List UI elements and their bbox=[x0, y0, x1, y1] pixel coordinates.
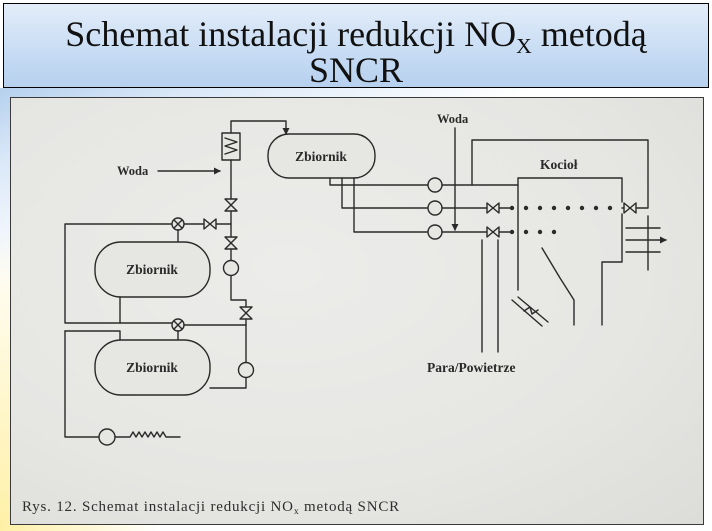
nozzle bbox=[565, 205, 571, 211]
nozzle bbox=[579, 205, 585, 211]
title-text-method: metodą bbox=[531, 14, 647, 54]
boiler-label: Kocioł bbox=[540, 157, 578, 172]
caption-text-end: metodą SNCR bbox=[299, 499, 400, 515]
tank-top bbox=[267, 133, 376, 179]
circulation-pump bbox=[98, 428, 116, 446]
nozzle bbox=[593, 205, 599, 211]
valve-injection-upper bbox=[486, 202, 500, 214]
valve-injection-right bbox=[623, 202, 637, 214]
bottom-tank-feed bbox=[64, 330, 121, 341]
tank-middle-label: Zbiornik bbox=[126, 262, 178, 277]
tank-middle bbox=[94, 241, 211, 298]
dosing-line-3 bbox=[353, 177, 429, 233]
heat-exchanger-coil bbox=[224, 137, 238, 155]
feed-pipe-top-tank bbox=[230, 120, 290, 135]
valve-riser-middle bbox=[224, 236, 238, 250]
sncr-installation-diagram: Woda Zbiornik Zbiornik bbox=[64, 112, 667, 446]
flow-meter-1 bbox=[427, 177, 443, 193]
nozzle bbox=[537, 229, 543, 235]
nozzle bbox=[551, 205, 557, 211]
pump-lower bbox=[237, 361, 255, 379]
nozzle-row-upper bbox=[509, 205, 613, 211]
valve-horizontal-upper bbox=[203, 218, 217, 230]
recirculation-loop-upper bbox=[64, 223, 173, 324]
figure-scan: Woda Zbiornik Zbiornik bbox=[10, 97, 704, 525]
label-water-left: Woda bbox=[117, 164, 149, 178]
flow-meter-2 bbox=[427, 200, 443, 216]
dosing-line-1 bbox=[329, 177, 429, 186]
tank-bottom-label: Zbiornik bbox=[126, 360, 178, 375]
title-text-line2: SNCR bbox=[308, 50, 404, 90]
caption-subscript: x bbox=[293, 505, 300, 517]
boiler-outline-upper bbox=[517, 177, 623, 291]
nozzle bbox=[523, 205, 529, 211]
nozzle bbox=[509, 205, 515, 211]
heater bbox=[114, 431, 181, 438]
nozzle-row-lower bbox=[509, 229, 557, 235]
tank-bottom bbox=[94, 339, 211, 396]
pump-upper bbox=[222, 259, 240, 277]
injection-line-ends bbox=[498, 207, 513, 233]
burner-symbol bbox=[511, 296, 549, 327]
label-water-right: Woda bbox=[437, 112, 469, 126]
nozzle bbox=[523, 229, 529, 235]
figure-caption: Rys. 12. Schemat instalacji redukcji NOx… bbox=[22, 498, 400, 518]
valve-injection-lower bbox=[486, 226, 500, 238]
top-return-line bbox=[471, 139, 649, 209]
control-valve-lower-cross bbox=[173, 320, 183, 330]
title-subscript: X bbox=[516, 33, 532, 58]
dosing-line-2 bbox=[341, 177, 429, 209]
boiler-outline-right bbox=[601, 213, 623, 326]
label-steam-air: Para/Powietrze bbox=[427, 360, 515, 375]
title-text-main: Schemat instalacji redukcji NO bbox=[65, 14, 517, 54]
tank-top-label: Zbiornik bbox=[295, 149, 347, 164]
nozzle bbox=[551, 229, 557, 235]
flow-meter-3 bbox=[427, 224, 443, 240]
nozzle bbox=[509, 229, 515, 235]
riser-pipe bbox=[209, 159, 247, 389]
nozzle bbox=[537, 205, 543, 211]
control-valve-upper-cross bbox=[173, 219, 183, 229]
valve-riser-upper bbox=[224, 198, 238, 212]
recirculation-loop-lower bbox=[64, 330, 100, 438]
caption-text-main: Rys. 12. Schemat instalacji redukcji NO bbox=[22, 499, 294, 515]
boiler-hopper bbox=[541, 247, 575, 326]
valve-riser-lower bbox=[239, 306, 253, 320]
nozzle bbox=[607, 205, 613, 211]
